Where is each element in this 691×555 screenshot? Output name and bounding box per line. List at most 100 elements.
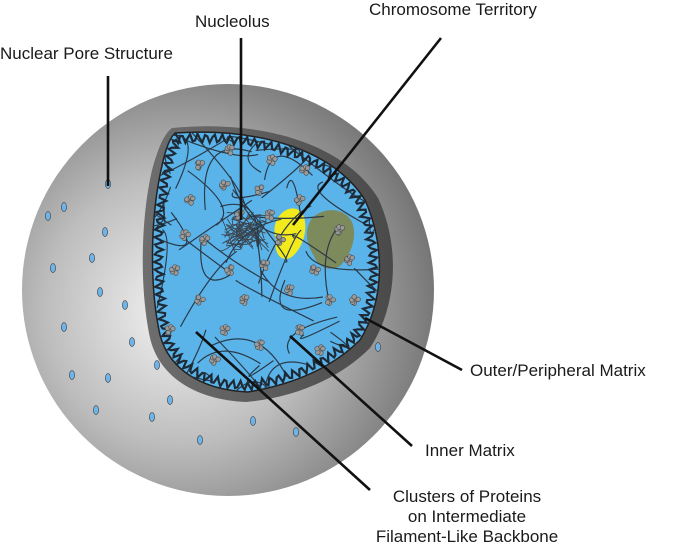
leader-chromosome-territory — [291, 37, 443, 226]
nuclear-pore — [375, 342, 381, 352]
filament-strand — [299, 320, 340, 340]
nuclear-pore — [197, 435, 203, 445]
filament-strand — [160, 212, 188, 247]
nuclear-pore — [154, 360, 160, 370]
protein-cluster — [334, 224, 346, 236]
filament-strand — [152, 204, 178, 228]
filament-strand — [248, 360, 274, 377]
filament-strand — [209, 338, 288, 377]
protein-cluster — [314, 344, 326, 356]
nuclear-pore — [61, 322, 67, 332]
filament-strand — [220, 203, 259, 249]
nucleolus-strand — [232, 216, 259, 227]
label-clusters-line-3: Filament-Like Backbone — [375, 527, 559, 546]
protein-cluster — [264, 209, 275, 221]
protein-cluster — [239, 294, 250, 306]
label-chromosome-territory: Chromosome Territory — [369, 0, 537, 19]
filament-strand — [279, 279, 323, 311]
nuclear-pore — [50, 263, 56, 273]
filament-strand — [152, 168, 172, 226]
filament-strand — [187, 170, 225, 226]
nucleolus-strand — [224, 240, 242, 250]
nuclear-pore — [93, 405, 99, 415]
protein-cluster — [309, 264, 321, 276]
filament-strand — [247, 141, 262, 173]
protein-cluster — [344, 254, 355, 266]
protein-cluster — [219, 324, 231, 336]
nuclear-pore — [293, 427, 299, 437]
filament-strand — [248, 215, 325, 219]
protein-cluster — [254, 339, 265, 351]
filament-strand — [189, 132, 246, 211]
nucleolus-strand — [240, 222, 260, 250]
protein-clusters — [164, 144, 361, 366]
filament-strand — [229, 176, 297, 236]
nucleolus-strand — [231, 223, 255, 242]
peripheral-matrix — [152, 132, 380, 392]
protein-cluster — [295, 324, 305, 336]
filament-strand — [200, 236, 232, 281]
nucleolus-strand — [226, 212, 258, 247]
filament-strand — [179, 250, 238, 327]
label-inner-matrix: Inner Matrix — [425, 441, 515, 460]
filament-strand — [263, 361, 309, 392]
leader-inner-matrix — [289, 335, 413, 447]
nuclear-pore — [61, 202, 67, 212]
filament-strand — [286, 180, 302, 214]
protein-cluster — [299, 164, 311, 176]
filament-strand — [225, 218, 282, 264]
label-clusters-line-2: on Intermediate — [407, 507, 527, 526]
nuclear-pore — [45, 211, 51, 221]
nuclear-pore — [102, 227, 108, 237]
nuclear-pore — [250, 416, 256, 426]
label-clusters-line-1: Clusters of Proteins — [392, 487, 542, 506]
protein-cluster — [284, 284, 295, 296]
filament-strand — [317, 181, 364, 224]
nucleolus-strand — [232, 215, 255, 220]
nucleolus-strand — [235, 225, 254, 248]
protein-cluster — [179, 229, 191, 241]
protein-cluster — [266, 154, 278, 166]
nuclear-pore — [149, 412, 155, 422]
nuclear-pores — [45, 179, 381, 445]
protein-cluster — [184, 194, 196, 206]
protein-cluster — [164, 324, 176, 336]
label-protein-clusters: Clusters of Proteins on Intermediate Fil… — [356, 487, 578, 547]
protein-cluster — [275, 234, 286, 246]
nucleolus-strand — [236, 211, 250, 235]
protein-cluster — [259, 259, 271, 271]
leader-outer-matrix — [364, 316, 463, 372]
protein-cluster — [219, 179, 231, 191]
label-nucleolus: Nucleolus — [195, 12, 270, 31]
filament-strand — [197, 350, 261, 365]
protein-cluster — [224, 264, 235, 276]
nucleolus-strand — [259, 220, 268, 239]
filament-strand — [152, 217, 166, 246]
protein-cluster — [209, 354, 221, 366]
protein-cluster — [254, 184, 265, 196]
nuclear-pore — [105, 373, 111, 383]
filament-strand — [152, 186, 172, 231]
protein-cluster — [349, 294, 361, 306]
nuclear-pore — [167, 395, 173, 405]
nucleolus-strand — [225, 223, 244, 249]
leader-lines — [106, 37, 463, 491]
filament-strand — [268, 229, 302, 303]
nuclear-pore — [122, 300, 128, 310]
filament-strand — [254, 231, 263, 297]
label-outer-peripheral-matrix: Outer/Peripheral Matrix — [470, 361, 646, 380]
protein-cluster — [224, 144, 235, 156]
filament-strand — [235, 279, 314, 322]
protein-cluster — [294, 194, 306, 206]
nucleolus-strand — [220, 217, 236, 253]
filament-strand — [291, 234, 337, 264]
filament-strand — [156, 229, 168, 309]
protein-cluster — [195, 159, 205, 171]
nuclear-pore — [69, 370, 75, 380]
nuclear-pore — [97, 287, 103, 297]
nuclear-pore — [129, 337, 135, 347]
nuclear-pore — [89, 253, 95, 263]
filament-strand — [324, 226, 339, 304]
